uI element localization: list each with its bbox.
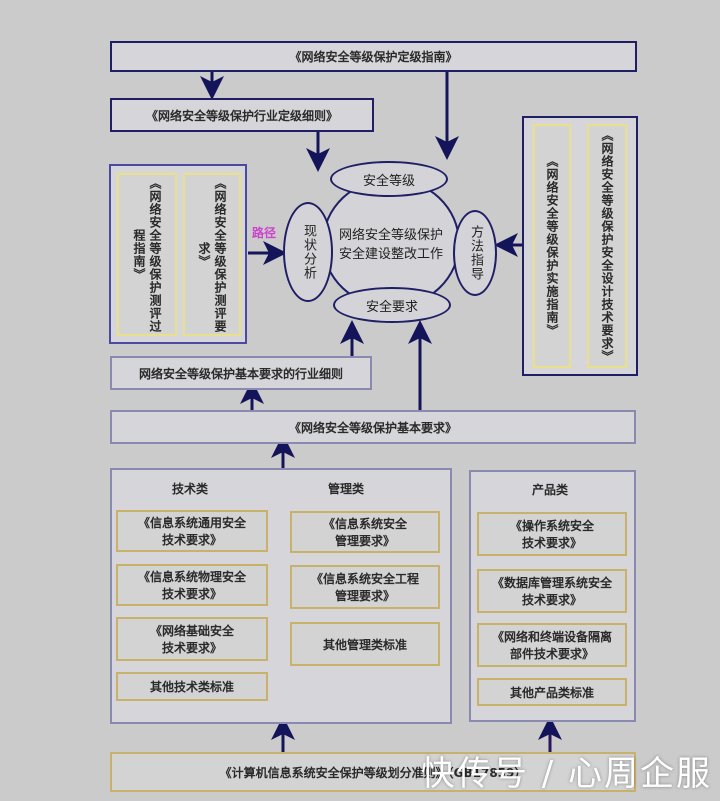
- core-ellipse: 网络安全等级保护 安全建设整改工作: [322, 178, 460, 308]
- assessment-requirements-label: 《网络安全等级保护测评要求》: [197, 176, 227, 333]
- tech-item: 其他技术类标准: [116, 672, 268, 701]
- basic-req-industry-rules-label: 网络安全等级保护基本要求的行业细则: [138, 366, 343, 381]
- product-item: 其他产品类标准: [477, 678, 627, 706]
- tech-item-line2: 技术要求》: [161, 533, 222, 547]
- mgmt-item-line2: 管理要求》: [334, 534, 395, 548]
- product-item-line2: 技术要求》: [521, 593, 582, 607]
- product-item-line1: 其他产品类标准: [509, 685, 594, 700]
- mgmt-item-line1: 《信息系统安全工程: [310, 572, 419, 586]
- mgmt-item-line2: 管理要求》: [334, 589, 395, 603]
- assessment-process-guide-box: 《网络安全等级保护测评过程指南》: [117, 173, 177, 336]
- assessment-requirements-box: 《网络安全等级保护测评要求》: [183, 173, 241, 336]
- core-line2: 安全建设整改工作: [338, 247, 443, 262]
- mgmt-item-line1: 《信息系统安全: [322, 517, 407, 531]
- basic-requirements-box: 《网络安全等级保护基本要求》: [110, 410, 636, 444]
- basic-requirements-label: 《网络安全等级保护基本要求》: [288, 420, 457, 435]
- product-item: 《网络和终端设备隔离部件技术要求》: [477, 623, 627, 667]
- product-item-line2: 技术要求》: [521, 536, 582, 550]
- tech-item-line2: 技术要求》: [161, 587, 222, 601]
- tech-item: 《网络基础安全技术要求》: [116, 617, 268, 661]
- implementation-guide-label: 《网络安全等级保护实施指南》: [545, 155, 559, 337]
- assessment-process-guide-label: 《网络安全等级保护测评过程指南》: [132, 176, 162, 333]
- security-level-label: 安全等级: [362, 173, 415, 189]
- product-item-line1: 《网络和终端设备隔离: [491, 630, 612, 644]
- product-item-line1: 《操作系统安全: [509, 519, 594, 533]
- tech-item-line2: 技术要求》: [161, 641, 222, 655]
- mgmt-item-line1: 其他管理类标准: [322, 637, 407, 652]
- core-line1: 网络安全等级保护: [338, 228, 443, 243]
- grading-guide-box: 《网络安全等级保护定级指南》: [110, 41, 637, 72]
- tech-item-line1: 《信息系统物理安全: [137, 570, 246, 584]
- path-label: 路径: [252, 226, 277, 240]
- status-analysis-label: 现状分析: [301, 224, 316, 280]
- mgmt-item: 其他管理类标准: [290, 622, 440, 666]
- status-analysis-ellipse: 现状分析: [283, 202, 333, 302]
- classification-criteria-box: 《计算机信息系统安全保护等级划分准则》（GB17859）: [110, 752, 636, 792]
- product-item-line2: 部件技术要求》: [509, 647, 594, 661]
- industry-grading-rules-box: 《网络安全等级保护行业定级细则》: [110, 98, 374, 132]
- tech-heading: 技术类: [172, 482, 209, 496]
- mgmt-heading: 管理类: [328, 482, 365, 496]
- method-guidance-label: 方法指导: [468, 225, 483, 281]
- product-heading: 产品类: [532, 483, 569, 497]
- tech-item-line1: 《网络基础安全: [149, 624, 234, 638]
- product-item: 《数据库管理系统安全技术要求》: [477, 569, 627, 613]
- mgmt-item: 《信息系统安全管理要求》: [290, 511, 440, 553]
- security-requirement-label: 安全要求: [365, 299, 418, 315]
- product-item: 《操作系统安全技术要求》: [477, 512, 627, 556]
- mgmt-item: 《信息系统安全工程管理要求》: [290, 565, 440, 609]
- security-level-ellipse: 安全等级: [330, 161, 448, 197]
- design-tech-requirements-box: 《网络安全等级保护安全设计技术要求》: [587, 124, 627, 368]
- industry-grading-rules-label: 《网络安全等级保护行业定级细则》: [145, 108, 338, 123]
- method-guidance-ellipse: 方法指导: [453, 210, 497, 296]
- classification-criteria-label: 《计算机信息系统安全保护等级划分准则》（GB17859）: [219, 765, 527, 780]
- tech-item-line1: 《信息系统通用安全: [137, 516, 246, 530]
- tech-item: 《信息系统通用安全技术要求》: [116, 510, 268, 552]
- tech-item: 《信息系统物理安全技术要求》: [116, 564, 268, 606]
- product-item-line1: 《数据库管理系统安全: [491, 576, 612, 590]
- watermark: 快传号 / 心周企服: [420, 754, 712, 794]
- security-requirement-ellipse: 安全要求: [333, 287, 451, 323]
- basic-req-industry-rules-box: 网络安全等级保护基本要求的行业细则: [110, 356, 372, 390]
- design-tech-requirements-label: 《网络安全等级保护安全设计技术要求》: [600, 129, 614, 363]
- implementation-guide-box: 《网络安全等级保护实施指南》: [533, 124, 571, 368]
- tech-item-line1: 其他技术类标准: [149, 680, 234, 694]
- grading-guide-label: 《网络安全等级保护定级指南》: [289, 50, 458, 64]
